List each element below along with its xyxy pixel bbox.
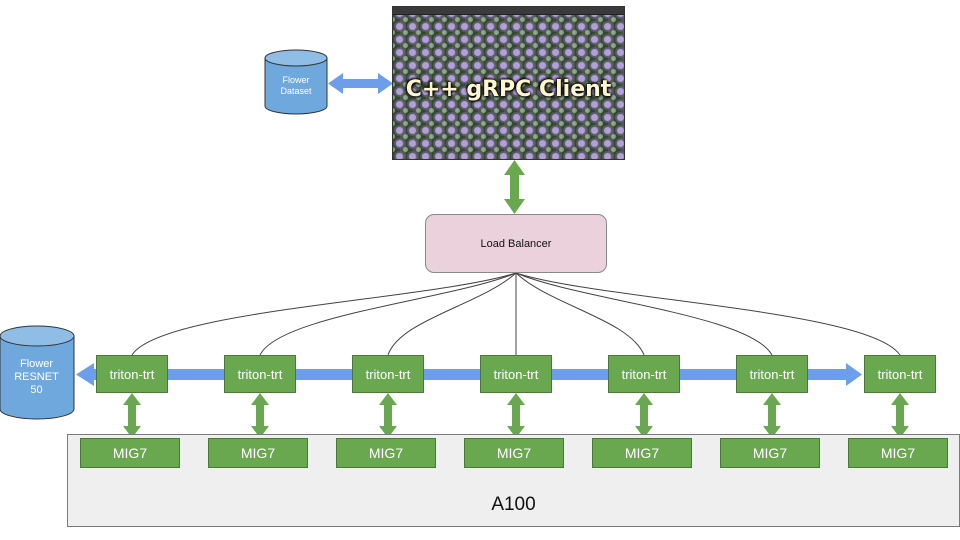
flower-image-grid: [393, 7, 624, 159]
mig-instance: MIG7: [208, 438, 308, 468]
triton-mig-arrow: [251, 393, 269, 438]
mig-instance: MIG7: [464, 438, 564, 468]
triton-mig-arrow: [379, 393, 397, 438]
resnet-label: Flower RESNET 50: [0, 358, 73, 397]
dataset-label-line2: Dataset: [280, 86, 312, 96]
load-balancer-label: Load Balancer: [480, 237, 552, 250]
triton-server: triton-trt: [352, 355, 424, 393]
grpc-client-screenshot: C++ gRPC Client: [392, 6, 625, 160]
dataset-client-arrow: [328, 73, 393, 94]
dataset-label: Flower Dataset: [265, 75, 327, 97]
load-balancer: Load Balancer: [425, 214, 607, 273]
resnet-label-line2: RESNET: [14, 371, 59, 383]
mig-instance: MIG7: [848, 438, 948, 468]
triton-mig-arrow: [763, 393, 781, 438]
a100-label: A100: [491, 494, 536, 515]
triton-mig-arrow: [507, 393, 525, 438]
resnet-label-line3: 50: [30, 384, 43, 396]
triton-mig-arrow: [123, 393, 141, 438]
client-window-titlebar: [393, 7, 624, 15]
triton-server: triton-trt: [96, 355, 168, 393]
flower-resnet-db: [0, 325, 75, 420]
triton-server: triton-trt: [224, 355, 296, 393]
triton-mig-arrow: [891, 393, 909, 438]
mig-instance: MIG7: [720, 438, 820, 468]
triton-mig-arrow: [635, 393, 653, 438]
triton-server: triton-trt: [736, 355, 808, 393]
triton-server: triton-trt: [480, 355, 552, 393]
dataset-label-line1: Flower: [282, 75, 310, 85]
mig-instance: MIG7: [336, 438, 436, 468]
client-lb-arrow: [504, 160, 525, 214]
model-bus-arrow: [76, 363, 862, 386]
triton-mig-arrows: [123, 393, 909, 438]
triton-server: triton-trt: [864, 355, 936, 393]
client-label: C++ gRPC Client: [405, 77, 612, 102]
mig-instance: MIG7: [592, 438, 692, 468]
flower-dataset-db: [264, 49, 328, 115]
lb-connectors: [131, 272, 901, 356]
triton-server: triton-trt: [608, 355, 680, 393]
mig-instance: MIG7: [80, 438, 180, 468]
resnet-label-line1: Flower: [19, 358, 53, 370]
